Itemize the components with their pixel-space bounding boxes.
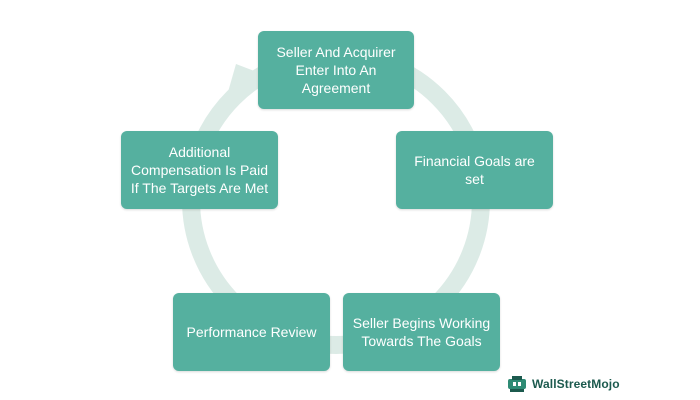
cycle-arrowhead — [228, 64, 262, 92]
step-seller-acquirer-agreement: Seller And Acquirer Enter Into An Agreem… — [258, 31, 414, 109]
logo-text: WallStreetMojo — [532, 377, 620, 391]
step-performance-review: Performance Review — [173, 293, 330, 371]
step-financial-goals-set: Financial Goals are set — [396, 131, 553, 209]
wallstreetmojo-logo-icon — [508, 376, 526, 392]
wallstreetmojo-logo: WallStreetMojo — [506, 373, 620, 395]
step-seller-working-towards-goals: Seller Begins Working Towards The Goals — [343, 293, 500, 371]
step-additional-compensation: Additional Compensation Is Paid If The T… — [121, 131, 278, 209]
